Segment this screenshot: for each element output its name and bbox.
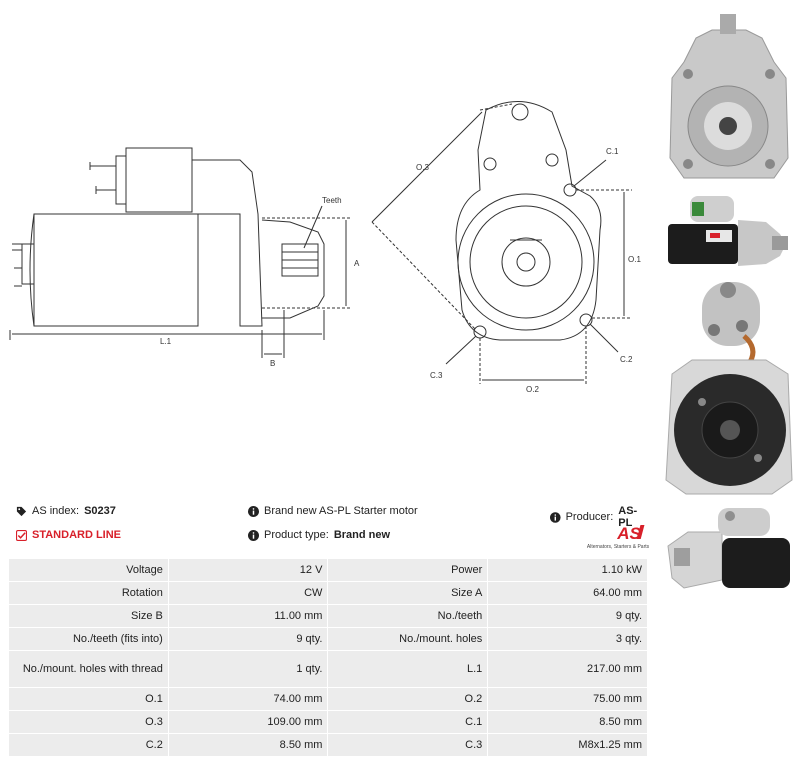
as-index-value: S0237 xyxy=(84,505,116,517)
product-photo-side[interactable] xyxy=(662,190,796,276)
label-o3: O.3 xyxy=(416,163,429,172)
spec-label: No./mount. holes xyxy=(328,628,488,650)
spec-row: No./teeth (fits into)9 qty.No./mount. ho… xyxy=(9,628,647,650)
label-o1: O.1 xyxy=(628,255,641,264)
info-icon xyxy=(248,505,259,517)
spec-value: 74.00 mm xyxy=(168,688,328,710)
spec-value: 75.00 mm xyxy=(488,688,647,710)
label-c1: C.1 xyxy=(606,147,619,156)
producer: Producer: AS-PL xyxy=(550,505,650,529)
standard-line-text: STANDARD LINE xyxy=(32,529,122,541)
as-pl-logo: AS Alternators, Starters & Parts xyxy=(587,524,650,550)
tag-icon xyxy=(16,506,27,516)
product-photo-angle[interactable] xyxy=(662,502,796,598)
product-description: Brand new AS-PL Starter motor xyxy=(248,505,418,517)
product-photo-front[interactable] xyxy=(662,8,796,188)
product-type: Product type: Brand new xyxy=(248,529,390,541)
svg-text:AS: AS xyxy=(616,524,641,543)
info-row-1: AS index: S0237 Brand new AS-PL Starter … xyxy=(16,505,650,529)
spec-label: Voltage xyxy=(9,559,168,581)
spec-value: 217.00 mm xyxy=(488,651,647,687)
label-c2: C.2 xyxy=(620,355,633,364)
spec-value: 8.50 mm xyxy=(488,711,647,733)
product-type-value: Brand new xyxy=(333,529,391,541)
spec-value: 109.00 mm xyxy=(168,711,328,733)
spec-label: O.3 xyxy=(9,711,168,733)
product-photo-rear[interactable] xyxy=(662,280,796,500)
description-text: Brand new AS-PL Starter motor xyxy=(264,505,418,517)
checkbox-checked-icon xyxy=(16,529,27,541)
info-icon xyxy=(248,529,259,541)
spec-label: Size B xyxy=(9,605,168,627)
spec-label: O.2 xyxy=(328,688,488,710)
spec-value: 3 qty. xyxy=(488,628,647,650)
spec-label: O.1 xyxy=(9,688,168,710)
spec-value: 11.00 mm xyxy=(168,605,328,627)
spec-value: 12 V xyxy=(168,559,328,581)
spec-label: No./mount. holes with thread xyxy=(9,651,168,687)
label-a: A xyxy=(354,259,360,268)
label-b: B xyxy=(270,359,275,368)
as-index: AS index: S0237 xyxy=(16,505,116,517)
spec-label: C.2 xyxy=(9,734,168,756)
spec-label: Rotation xyxy=(9,582,168,604)
spec-value: 9 qty. xyxy=(168,628,328,650)
standard-line: STANDARD LINE xyxy=(16,529,121,541)
info-row-2: STANDARD LINE Product type: Brand new xyxy=(16,529,650,547)
label-l1: L.1 xyxy=(160,337,172,346)
spec-label: C.3 xyxy=(328,734,488,756)
label-o2: O.2 xyxy=(526,385,539,394)
info-icon xyxy=(550,511,561,523)
technical-drawing: Teeth A B L.1 O.1 O.2 O.3 C.1 C.2 C.3 xyxy=(9,101,641,394)
solenoid-outline xyxy=(125,147,193,213)
spec-label: L.1 xyxy=(328,651,488,687)
flange-outline xyxy=(455,101,602,341)
spec-value: CW xyxy=(168,582,328,604)
spec-label: Power xyxy=(328,559,488,581)
as-index-label: AS index: xyxy=(32,505,80,517)
producer-value: AS-PL xyxy=(618,505,638,529)
spec-label: Size A xyxy=(328,582,488,604)
spec-value: 8.50 mm xyxy=(168,734,328,756)
svg-text:Alternators, Starters & Parts: Alternators, Starters & Parts xyxy=(587,544,650,550)
label-c3: C.3 xyxy=(430,371,443,380)
motor-body-outline xyxy=(33,213,199,327)
label-teeth: Teeth xyxy=(322,196,342,205)
spec-value: 1.10 kW xyxy=(488,559,647,581)
spec-label: No./teeth xyxy=(328,605,488,627)
spec-value: 9 qty. xyxy=(488,605,647,627)
spec-label: No./teeth (fits into) xyxy=(9,628,168,650)
producer-label: Producer: xyxy=(565,511,614,523)
product-type-label: Product type: xyxy=(264,529,329,541)
spec-value: 1 qty. xyxy=(168,651,328,687)
spec-value: 64.00 mm xyxy=(488,582,647,604)
spec-label: C.1 xyxy=(328,711,488,733)
spec-value: M8x1.25 mm xyxy=(488,734,647,756)
